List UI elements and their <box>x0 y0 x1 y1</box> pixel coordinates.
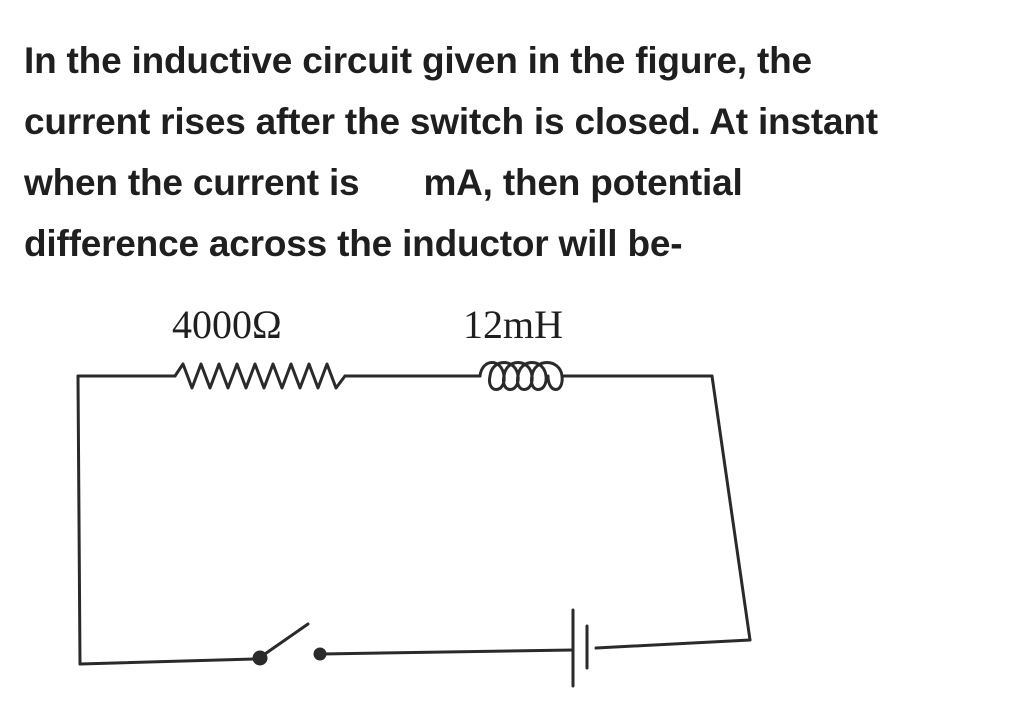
wire-bottom-right <box>594 638 752 650</box>
wire-bottom-middle <box>320 648 575 656</box>
inductor-symbol <box>478 361 564 391</box>
wire-left <box>76 374 82 666</box>
question-line-3: when the current is mA, then potential <box>24 152 1004 213</box>
question-text: In the inductive circuit given in the fi… <box>24 30 1004 274</box>
inductor-label: 12mH <box>463 302 563 347</box>
question-line-2: current rises after the switch is closed… <box>24 101 878 142</box>
switch-lever <box>260 622 310 658</box>
question-line-1: In the inductive circuit given in the fi… <box>24 40 812 81</box>
question-line-3-after: mA, then potential <box>423 162 743 203</box>
wire-right <box>710 374 752 642</box>
resistor-label: 4000Ω <box>172 302 282 347</box>
resistor-symbol <box>173 362 347 390</box>
question-line-4: difference across the inductor will be- <box>24 223 683 264</box>
switch-contact-right <box>313 647 327 661</box>
question-line-3-before: when the current is <box>24 162 360 203</box>
wire-bottom-left <box>78 657 256 666</box>
